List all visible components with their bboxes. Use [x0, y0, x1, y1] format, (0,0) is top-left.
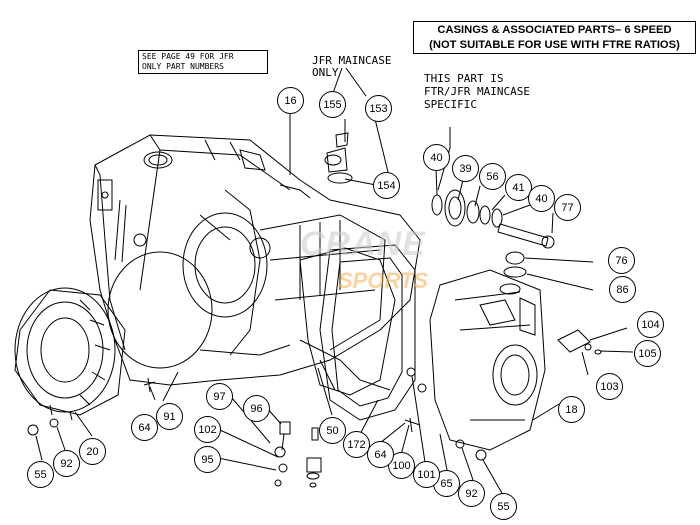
callout-64a: 64 [131, 414, 158, 441]
callout-39: 39 [452, 155, 479, 182]
jfr-maincase-note-line2: ONLY [312, 66, 339, 79]
gasket-172 [319, 244, 416, 421]
watermark-logo-subtext: SPORTS [338, 268, 429, 293]
gear-39 [444, 189, 466, 227]
callout-96: 96 [243, 395, 270, 422]
callout-172: 172 [343, 431, 370, 458]
specific-note-line1: THIS PART IS [424, 72, 504, 85]
jfr-maincase-note-line1: JFR MAINCASE [312, 54, 392, 67]
page-reference-line2: ONLY PART NUMBERS [142, 62, 224, 71]
bellhousing [14, 287, 116, 413]
callout-104: 104 [637, 311, 664, 338]
watermark-logo-text: CRANE [300, 225, 426, 263]
callout-64b: 64 [367, 441, 394, 468]
diagram-title-box: CASINGS & ASSOCIATED PARTS– 6 SPEED (NOT… [413, 21, 696, 54]
diagram-title-line1: CASINGS & ASSOCIATED PARTS– 6 SPEED [437, 24, 672, 36]
callout-103: 103 [596, 373, 623, 400]
callout-40a: 40 [423, 144, 450, 171]
callout-92a: 92 [53, 450, 80, 477]
callout-86: 86 [609, 276, 636, 303]
callout-76: 76 [608, 247, 635, 274]
callout-56: 56 [479, 163, 506, 190]
callout-50: 50 [319, 417, 346, 444]
callout-18: 18 [558, 396, 585, 423]
callout-55b: 55 [490, 493, 517, 520]
callout-55a: 55 [27, 461, 54, 488]
callout-97: 97 [206, 383, 233, 410]
callout-154: 154 [373, 172, 400, 199]
page-reference-note: SEE PAGE 49 FOR JFR ONLY PART NUMBERS [138, 50, 268, 74]
detail-circle-91 [107, 251, 213, 369]
rear-housing [429, 269, 546, 451]
callout-77: 77 [554, 194, 581, 221]
callout-91: 91 [156, 403, 183, 430]
callout-16: 16 [277, 87, 304, 114]
specific-note-line2: FTR/JFR MAINCASE [424, 85, 530, 98]
callout-102: 102 [194, 416, 221, 443]
page-reference-line1: SEE PAGE 49 FOR JFR [142, 52, 234, 61]
callout-20: 20 [79, 438, 106, 465]
callout-105: 105 [634, 340, 661, 367]
specific-note-line3: SPECIFIC [424, 98, 477, 111]
diagram-title-line2: (NOT SUITABLE FOR USE WITH FTRE RATIOS) [429, 39, 680, 51]
callout-155: 155 [319, 91, 346, 118]
callout-101: 101 [413, 461, 440, 488]
callout-153: 153 [365, 95, 392, 122]
callout-92b: 92 [458, 480, 485, 507]
callout-95: 95 [194, 446, 221, 473]
callout-40b: 40 [528, 185, 555, 212]
